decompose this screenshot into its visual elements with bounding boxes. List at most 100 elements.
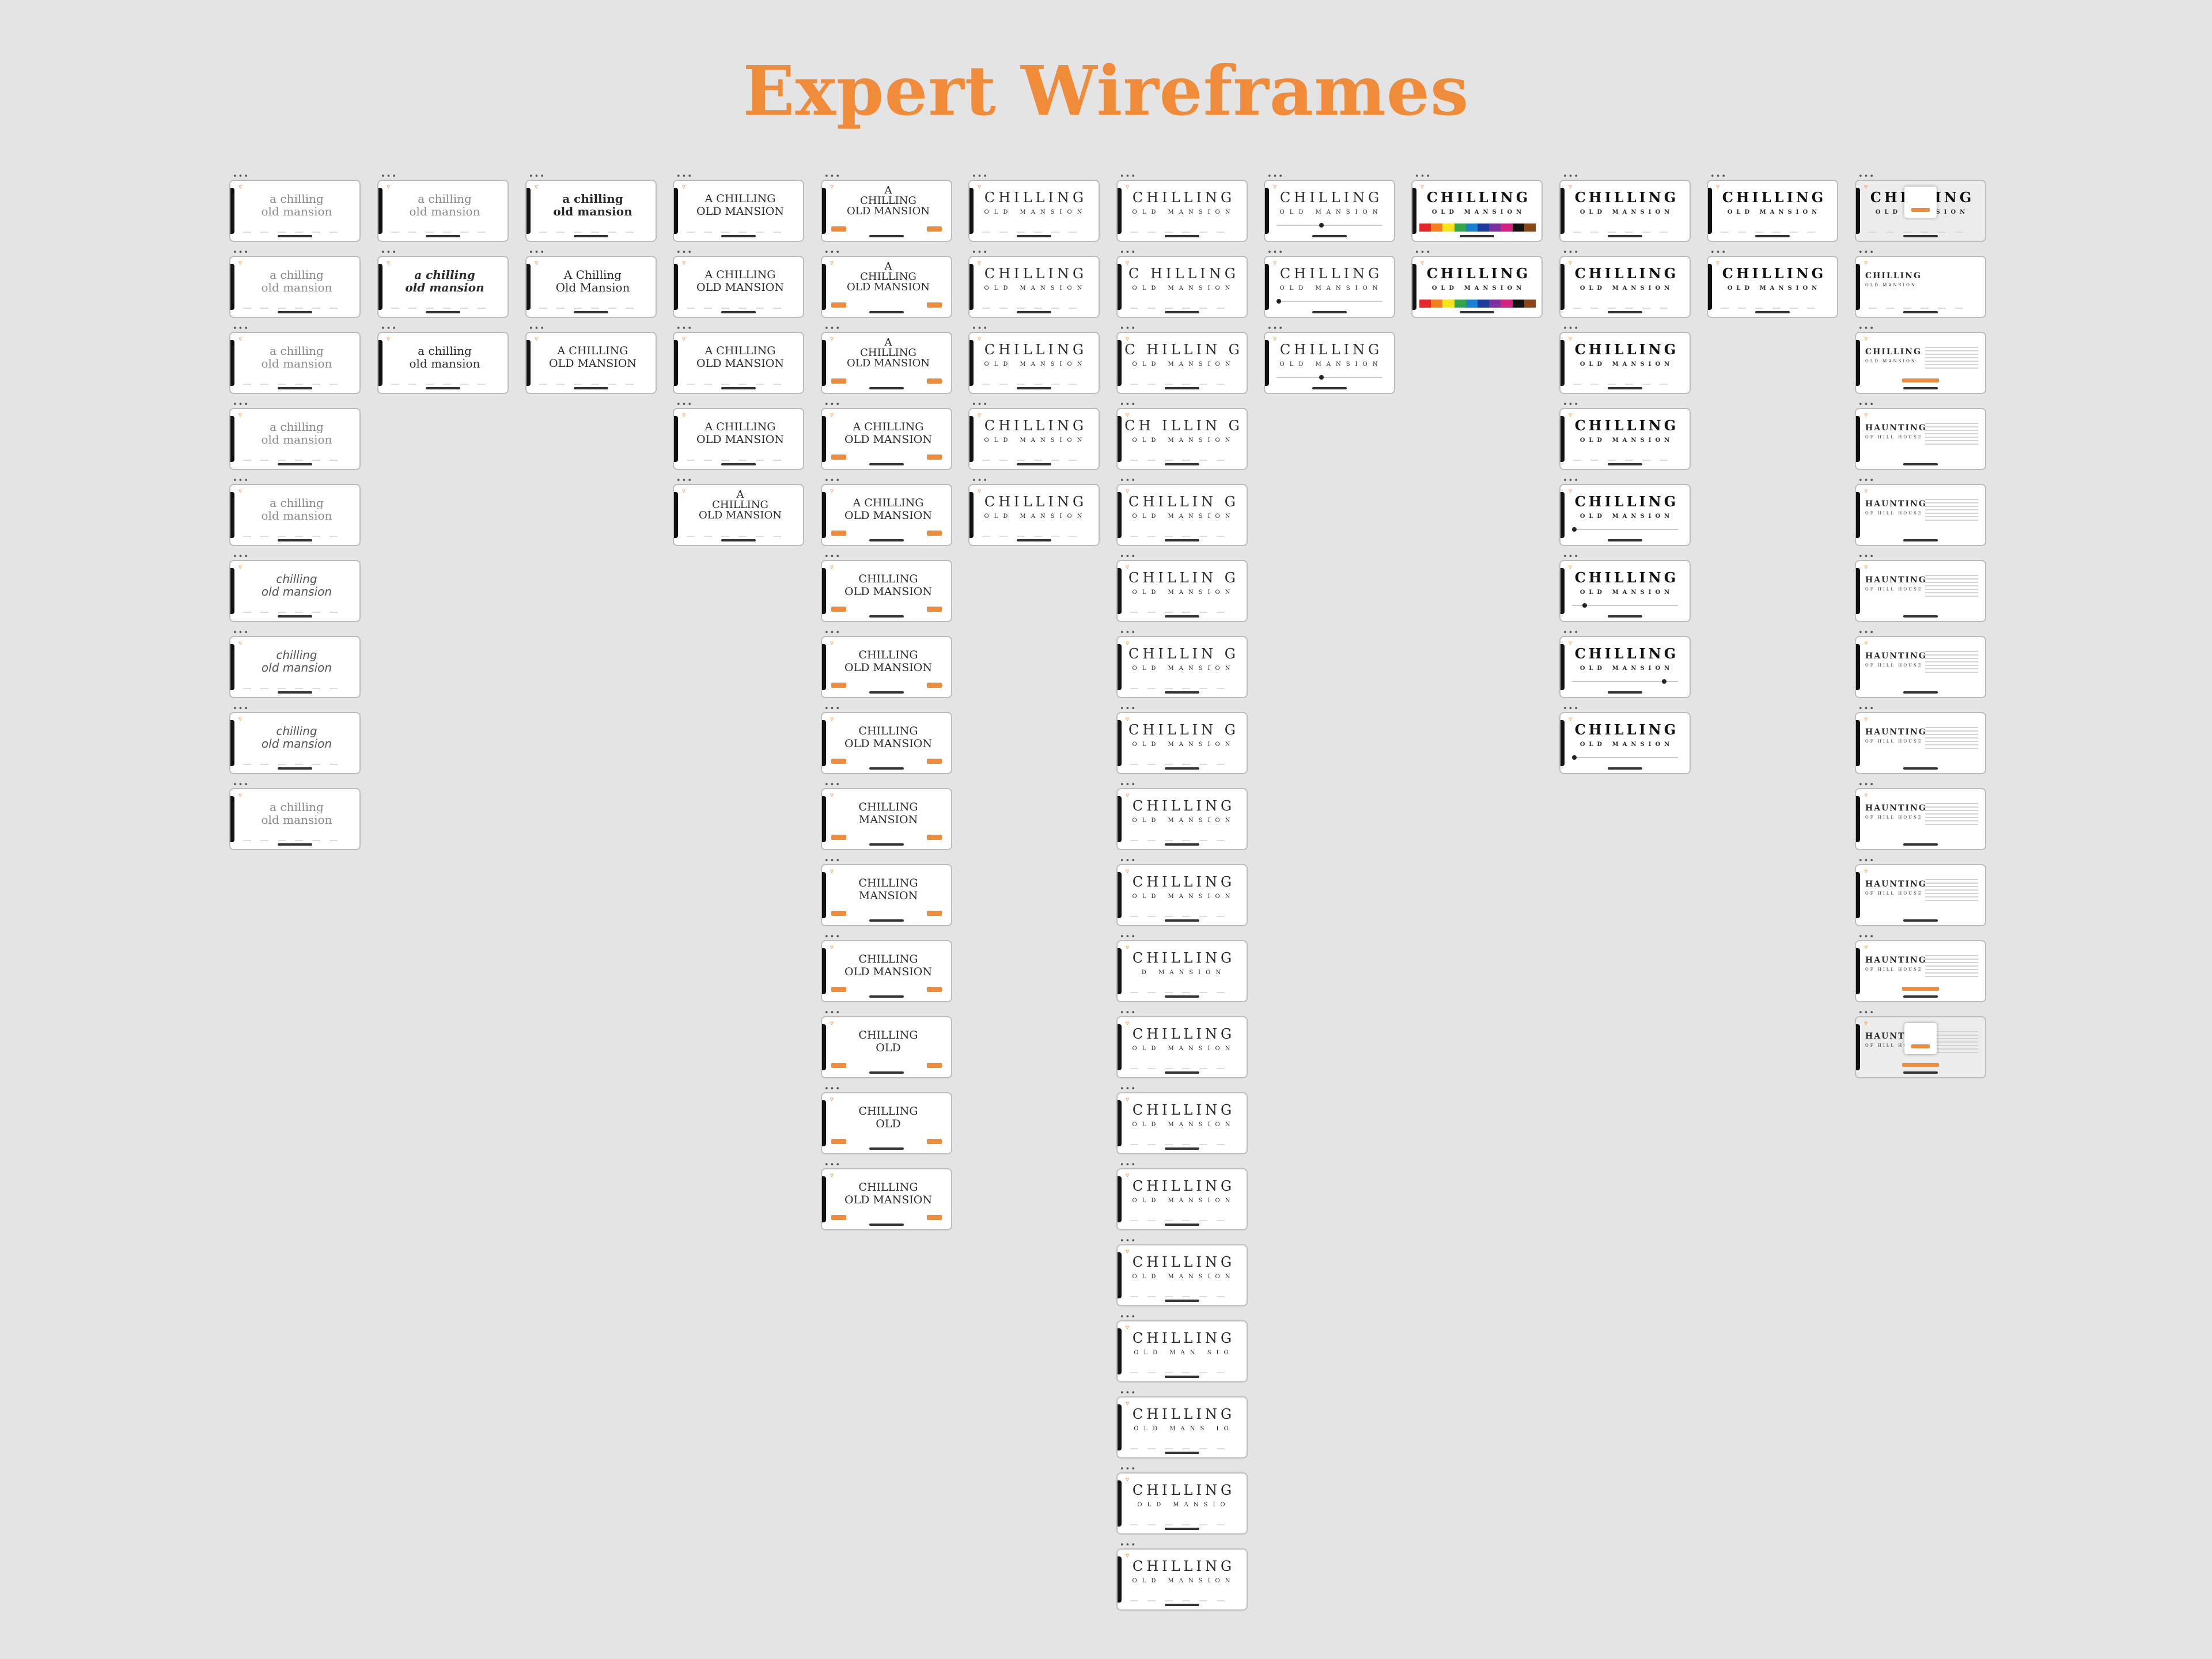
next-button[interactable]	[927, 683, 942, 688]
frame-menu-icon[interactable]: •••	[1563, 400, 1580, 409]
frame-menu-icon[interactable]: •••	[1267, 324, 1285, 333]
color-swatch[interactable]	[1478, 224, 1490, 232]
frame-menu-icon[interactable]: •••	[824, 476, 842, 485]
frame-menu-icon[interactable]: •••	[1120, 781, 1137, 789]
next-button[interactable]	[927, 759, 942, 764]
frame-menu-icon[interactable]: •••	[1120, 172, 1137, 181]
slider-knob[interactable]	[1662, 679, 1667, 684]
prev-button[interactable]	[831, 378, 846, 384]
color-swatch[interactable]	[1512, 300, 1524, 308]
frame-menu-icon[interactable]: •••	[1120, 476, 1137, 485]
next-button[interactable]	[927, 378, 942, 384]
frame-menu-icon[interactable]: •••	[1415, 172, 1432, 181]
frame-menu-icon[interactable]: •••	[1710, 248, 1728, 257]
frame-menu-icon[interactable]: •••	[1563, 704, 1580, 713]
frame-menu-icon[interactable]: •••	[824, 1161, 842, 1169]
frame-menu-icon[interactable]: •••	[1120, 400, 1137, 409]
prev-button[interactable]	[831, 683, 846, 688]
frame-menu-icon[interactable]: •••	[1710, 172, 1728, 181]
frame-menu-icon[interactable]: •••	[1120, 552, 1137, 561]
frame-menu-icon[interactable]: •••	[1120, 857, 1137, 865]
frame-menu-icon[interactable]: •••	[972, 476, 989, 485]
frame-menu-icon[interactable]: •••	[824, 781, 842, 789]
frame-menu-icon[interactable]: •••	[1120, 628, 1137, 637]
slider-knob[interactable]	[1572, 527, 1577, 532]
next-button[interactable]	[927, 911, 942, 916]
color-swatch[interactable]	[1465, 224, 1478, 232]
color-swatch[interactable]	[1454, 224, 1466, 232]
frame-menu-icon[interactable]: •••	[676, 248, 694, 257]
frame-menu-icon[interactable]: •••	[381, 248, 398, 257]
next-button[interactable]	[927, 607, 942, 612]
frame-menu-icon[interactable]: •••	[1858, 781, 1876, 789]
frame-menu-icon[interactable]: •••	[1120, 1465, 1137, 1474]
frame-menu-icon[interactable]: •••	[1120, 1009, 1137, 1017]
frame-menu-icon[interactable]: •••	[233, 248, 250, 257]
next-button[interactable]	[927, 1215, 942, 1220]
color-swatch[interactable]	[1419, 300, 1431, 308]
progress-slider[interactable]	[1572, 527, 1678, 532]
next-button[interactable]	[927, 226, 942, 232]
frame-menu-icon[interactable]: •••	[676, 172, 694, 181]
frame-menu-icon[interactable]: •••	[1563, 324, 1580, 333]
frame-menu-icon[interactable]: •••	[824, 857, 842, 865]
prev-button[interactable]	[831, 1063, 846, 1068]
frame-menu-icon[interactable]: •••	[1267, 248, 1285, 257]
cta-button[interactable]	[1902, 378, 1939, 382]
prev-button[interactable]	[831, 1215, 846, 1220]
slider-knob[interactable]	[1319, 223, 1324, 228]
frame-menu-icon[interactable]: •••	[824, 400, 842, 409]
slider-knob[interactable]	[1572, 755, 1577, 760]
frame-menu-icon[interactable]: •••	[824, 172, 842, 181]
frame-menu-icon[interactable]: •••	[1120, 1313, 1137, 1321]
frame-menu-icon[interactable]: •••	[233, 704, 250, 713]
color-swatch[interactable]	[1512, 224, 1524, 232]
prev-button[interactable]	[831, 1139, 846, 1144]
frame-menu-icon[interactable]: •••	[1858, 552, 1876, 561]
frame-menu-icon[interactable]: •••	[1858, 857, 1876, 865]
frame-menu-icon[interactable]: •••	[1415, 248, 1432, 257]
frame-menu-icon[interactable]: •••	[233, 172, 250, 181]
frame-menu-icon[interactable]: •••	[233, 628, 250, 637]
frame-menu-icon[interactable]: •••	[1563, 248, 1580, 257]
frame-menu-icon[interactable]: •••	[381, 324, 398, 333]
frame-menu-icon[interactable]: •••	[1563, 628, 1580, 637]
prev-button[interactable]	[831, 454, 846, 460]
slider-knob[interactable]	[1319, 375, 1324, 380]
frame-menu-icon[interactable]: •••	[381, 172, 398, 181]
